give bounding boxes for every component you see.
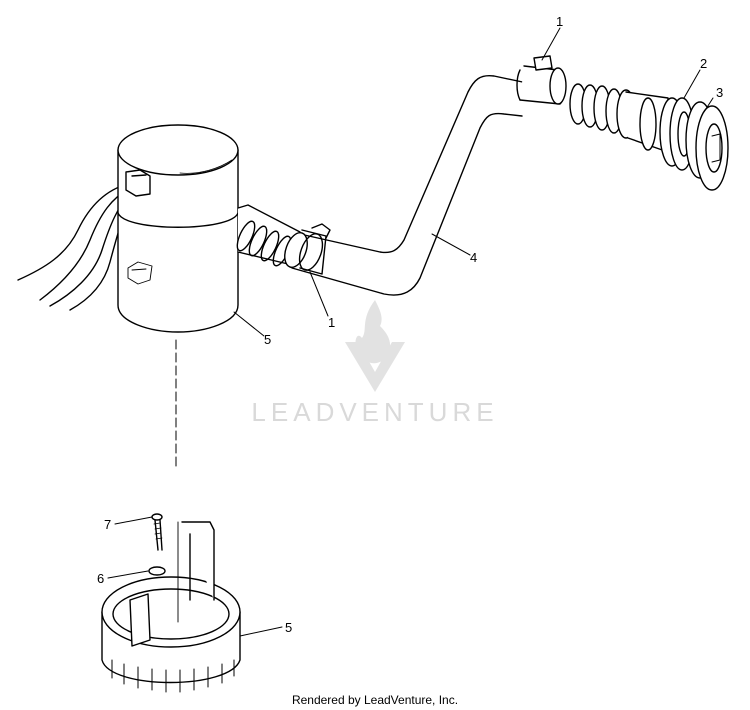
callout-4: 4 [470,250,477,265]
callout-7: 7 [104,517,111,532]
callouts: 1 2 3 4 1 5 7 6 5 [97,14,723,635]
watermark-text: LEADVENTURE [251,397,498,427]
callout-2: 2 [700,56,707,71]
pump-wires [17,182,135,311]
thru-hull-flange [685,101,729,191]
screw [151,513,163,551]
v-logo-icon [345,342,405,392]
hose [284,74,533,296]
hose-clamp-upper [516,55,567,105]
callout-1-upper: 1 [556,14,563,29]
washer [148,566,166,576]
callout-5-lower: 5 [285,620,292,635]
callout-1-lower: 1 [328,315,335,330]
pump-outlet-fitting [236,204,301,267]
flame-logo-icon [355,300,391,364]
leader-lines [107,27,714,637]
callout-5-upper: 5 [264,332,271,347]
leadventure-watermark: LEADVENTURE [251,300,498,427]
footer-credit: Rendered by LeadVenture, Inc. [291,693,459,707]
callout-3: 3 [716,85,723,100]
thru-hull-fitting [569,83,669,153]
hose-clamp-lower [298,223,331,275]
pump-strainer-base [101,521,241,693]
callout-6: 6 [97,571,104,586]
bilge-pump [117,124,239,333]
